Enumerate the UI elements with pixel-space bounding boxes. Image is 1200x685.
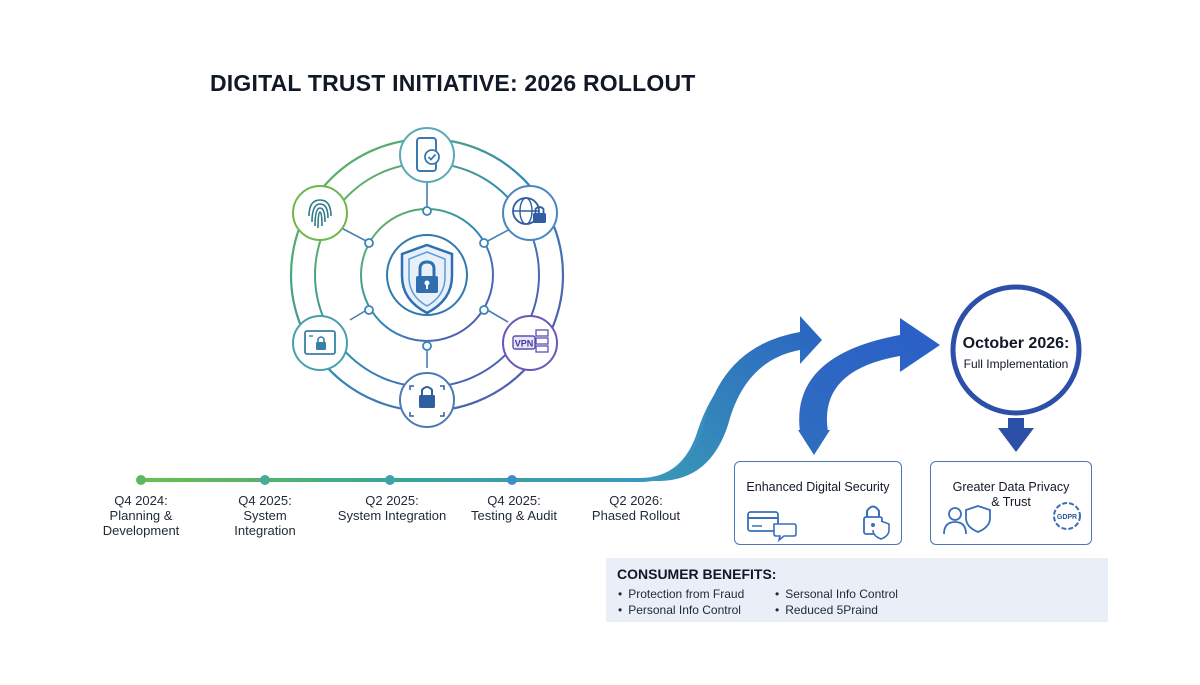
milestone-label-q4-2025-audit: Q4 2025: Testing & Audit <box>471 493 557 523</box>
milestone-dots <box>136 475 517 485</box>
vpn-server-icon: VPN <box>502 315 558 371</box>
rollout-arrow <box>640 316 822 481</box>
benefit-item: Sersonal Info Control <box>775 587 898 601</box>
shield-lock-icon <box>386 234 468 316</box>
benefits-heading: CONSUMER BENEFITS: <box>617 566 777 582</box>
globe-lock-icon <box>502 185 558 241</box>
hub-network: VPN <box>289 127 565 428</box>
goal-circle <box>950 284 1082 416</box>
outcome-title: Greater Data Privacy & Trust <box>952 480 1070 509</box>
milestone-label-q4-2024: Q4 2024: Planning & Development <box>102 493 180 538</box>
outcome-title: Enhanced Digital Security <box>746 480 890 494</box>
implementation-arrow <box>799 318 940 432</box>
goal-subtitle: Full Implementation <box>963 357 1069 371</box>
document-lock-icon <box>399 372 455 428</box>
outcome-box-security: Enhanced Digital Security <box>734 461 902 545</box>
goal-label: October 2026: Full Implementation <box>956 335 1076 371</box>
milestone-dot <box>385 475 395 485</box>
vpn-text: VPN <box>515 339 534 349</box>
benefit-item: Reduced 5Praind <box>775 603 878 617</box>
milestone-label-q4-2025: Q4 2025: System Integration <box>234 493 296 538</box>
benefit-item: Protection from Fraud <box>618 587 744 601</box>
hub-junctions <box>364 206 489 351</box>
screen-lock-icon <box>292 315 348 371</box>
milestone-dot <box>260 475 270 485</box>
goal-date: October 2026: <box>962 335 1070 352</box>
page-title: DIGITAL TRUST INITIATIVE: 2026 ROLLOUT <box>210 70 696 96</box>
milestone-label-q2-2026: Q2 2026: Phased Rollout <box>591 493 681 523</box>
down-arrow-privacy <box>998 418 1034 452</box>
benefit-item: Personal Info Control <box>618 603 741 617</box>
smartphone-check-icon <box>399 127 455 183</box>
milestone-dot <box>507 475 517 485</box>
fingerprint-icon <box>292 185 348 241</box>
milestone-dot <box>136 475 146 485</box>
milestone-label-q2-2025: Q2 2025: System Integration <box>337 493 447 523</box>
down-arrow-security <box>798 430 830 455</box>
outcome-box-privacy: Greater Data Privacy & Trust <box>930 461 1092 545</box>
consumer-benefits-panel: CONSUMER BENEFITS: Protection from Fraud… <box>606 558 1108 622</box>
